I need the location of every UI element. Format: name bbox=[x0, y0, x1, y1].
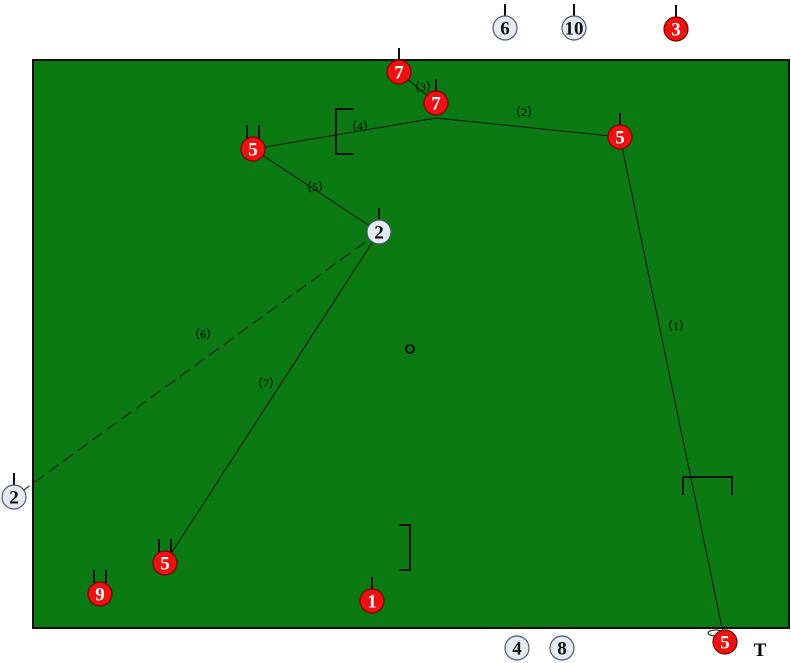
pass-label-5: （5） bbox=[300, 180, 330, 194]
cone-marker: T bbox=[754, 640, 767, 661]
player-marker bbox=[152, 550, 178, 576]
player-red-5: 5 bbox=[152, 539, 178, 576]
pass-lines bbox=[13, 71, 726, 643]
player-marker bbox=[663, 16, 689, 42]
player-marker bbox=[504, 635, 530, 661]
pass-line-4 bbox=[252, 117, 437, 150]
player-number: 7 bbox=[431, 94, 441, 115]
pass-label-7: （7） bbox=[251, 376, 281, 390]
player-marker bbox=[561, 15, 587, 41]
mini-goal-right bbox=[682, 476, 733, 495]
player-number: 5 bbox=[615, 128, 625, 149]
pass-label-6: （6） bbox=[188, 327, 218, 341]
player-white-8: 8 bbox=[549, 635, 575, 661]
player-marker bbox=[240, 136, 266, 162]
player-number: 2 bbox=[374, 223, 384, 244]
pass-labels: （1） （2） （3） （4） （5） （6） （7） bbox=[188, 80, 691, 390]
player-white-10: 10 bbox=[561, 4, 587, 41]
player-number: 5 bbox=[160, 554, 170, 575]
player-red-5: 5 bbox=[240, 125, 266, 162]
player-red-5: 5 bbox=[712, 629, 738, 655]
player-marker bbox=[423, 90, 449, 116]
pass-label-3: （3） bbox=[408, 80, 438, 94]
player-number: 4 bbox=[512, 639, 522, 660]
center-spot bbox=[405, 344, 415, 354]
player-white-4: 4 bbox=[504, 635, 530, 661]
player-marker bbox=[1, 484, 27, 510]
pass-label-4: （4） bbox=[345, 119, 375, 133]
player-red-1: 1 bbox=[359, 577, 385, 614]
player-marker bbox=[492, 15, 518, 41]
player-number: 5 bbox=[720, 633, 730, 654]
player-white-6: 6 bbox=[492, 4, 518, 41]
player-red-7: 7 bbox=[423, 79, 449, 116]
player-marker bbox=[386, 59, 412, 85]
player-number: 6 bbox=[500, 19, 510, 40]
player-number: 7 bbox=[394, 63, 404, 84]
pass-line-5 bbox=[252, 148, 380, 233]
player-number: 5 bbox=[248, 140, 258, 161]
player-red-5: 5 bbox=[607, 113, 633, 150]
player-marker bbox=[366, 219, 392, 245]
player-marker bbox=[549, 635, 575, 661]
player-white-2: 2 bbox=[1, 473, 27, 510]
pass-line-6 bbox=[13, 231, 380, 498]
player-number: 10 bbox=[565, 19, 584, 40]
player-number: 2 bbox=[9, 488, 19, 509]
pass-line-1 bbox=[619, 136, 726, 643]
player-red-9: 9 bbox=[87, 570, 113, 607]
player-marker bbox=[359, 588, 385, 614]
pass-label-1: （1） bbox=[661, 319, 691, 333]
player-number: 9 bbox=[95, 585, 105, 606]
pass-label-2: （2） bbox=[509, 105, 539, 119]
player-marker bbox=[87, 581, 113, 607]
mini-goal-left bbox=[335, 108, 354, 155]
player-number: 3 bbox=[671, 20, 681, 41]
markers bbox=[335, 108, 733, 637]
pass-line-7 bbox=[164, 231, 380, 564]
player-red-3: 3 bbox=[663, 5, 689, 42]
player-number: 8 bbox=[557, 639, 567, 660]
mini-goal-bottom bbox=[399, 524, 411, 571]
player-number: 1 bbox=[367, 592, 377, 613]
player-marker bbox=[607, 124, 633, 150]
player-marker bbox=[712, 629, 738, 655]
players: 6 10 3 7 7 5 5 2 2 5 9 1 4 8 5 bbox=[1, 4, 738, 661]
player-white-2: 2 bbox=[366, 208, 392, 245]
player-red-7: 7 bbox=[386, 48, 412, 85]
pass-line-2 bbox=[435, 117, 621, 138]
